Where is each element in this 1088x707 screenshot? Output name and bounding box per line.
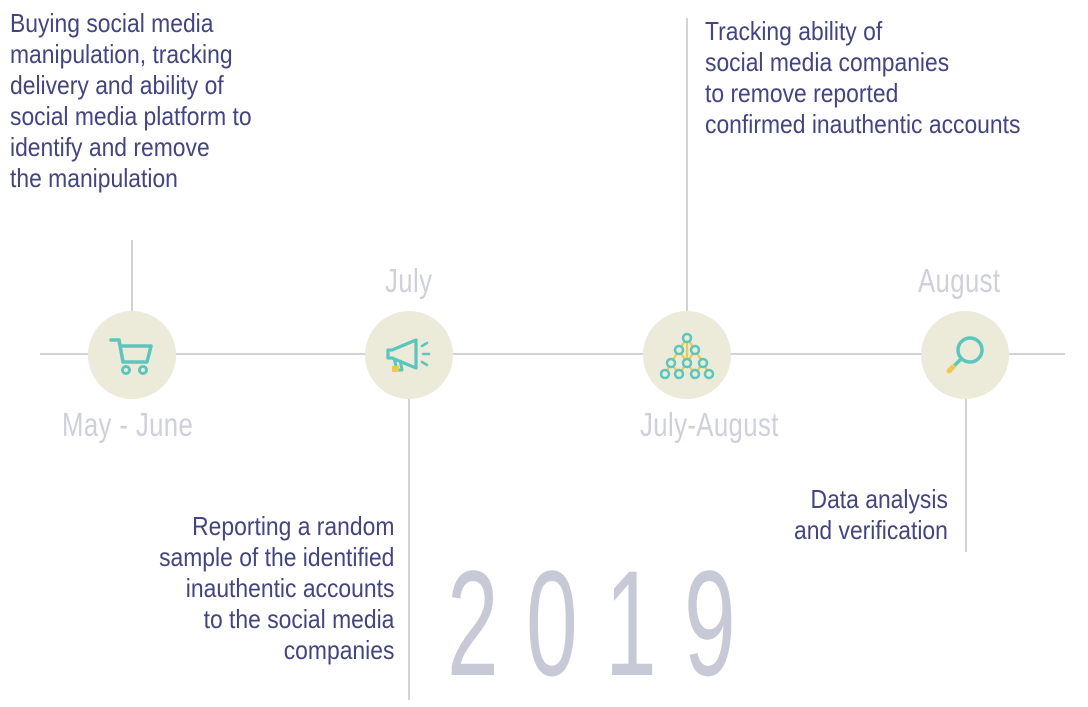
connector-line — [686, 18, 688, 311]
description-line: Buying social media — [10, 8, 214, 38]
description-line: Data analysis — [810, 484, 948, 514]
description-line: manipulation, tracking — [10, 39, 233, 69]
milestone-description: Data analysis and verification — [794, 484, 948, 546]
description-line: and verification — [794, 515, 948, 545]
description-line: social media platform to — [10, 101, 252, 131]
period-label: July-August — [640, 406, 779, 443]
description-line: Reporting a random — [191, 511, 394, 541]
connector-line — [408, 396, 410, 700]
year-label: 2019 — [447, 539, 764, 707]
description-line: identify and remove — [10, 132, 210, 162]
magnifier-icon — [946, 336, 984, 374]
description-line: sample of the identified — [158, 542, 394, 572]
milestone-description: Tracking ability of social media compani… — [705, 16, 1020, 140]
milestone-circle — [643, 311, 731, 399]
shopping-cart-icon — [109, 338, 153, 375]
description-line: inauthentic accounts — [185, 573, 394, 603]
description-line: companies — [283, 635, 394, 665]
milestone-circle — [365, 311, 453, 399]
connector-line — [131, 240, 133, 312]
milestone-description: Reporting a random sample of the identif… — [159, 511, 394, 666]
milestone-circle — [88, 311, 176, 399]
period-label: July — [385, 262, 433, 299]
description-line: the manipulation — [10, 163, 178, 193]
description-line: to the social media — [203, 604, 394, 634]
description-line: Tracking ability of — [705, 16, 883, 46]
description-line: confirmed inauthentic accounts — [705, 109, 1021, 139]
megaphone-icon — [386, 338, 431, 372]
milestone-circle — [921, 311, 1009, 399]
connector-line — [965, 396, 967, 552]
timeline-axis — [40, 353, 1065, 355]
description-line: to remove reported — [705, 78, 899, 108]
period-label: August — [918, 262, 1001, 299]
description-line: delivery and ability of — [10, 70, 224, 100]
period-label: May - June — [62, 406, 194, 443]
milestone-description: Buying social media manipulation, tracki… — [10, 8, 252, 194]
network-icon — [659, 332, 715, 380]
description-line: social media companies — [705, 47, 950, 77]
